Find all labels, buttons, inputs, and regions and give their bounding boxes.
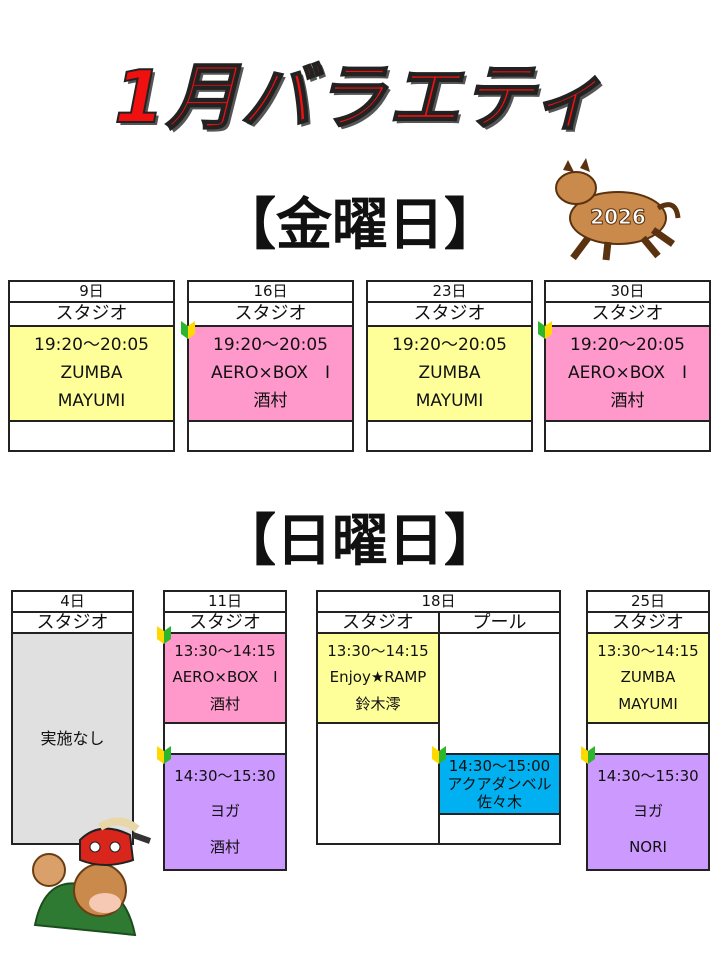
- horse-illustration: 2026: [555, 158, 681, 261]
- class-name: ヨガ: [632, 802, 663, 821]
- instructor: MAYUMI: [57, 391, 126, 412]
- date-header: 18日: [316, 590, 561, 613]
- date-header: 23日: [366, 280, 533, 303]
- class-slot: 19:20〜20:05 ZUMBA MAYUMI: [366, 325, 533, 422]
- class-name: AERO×BOX Ⅰ: [567, 362, 688, 383]
- room-header: スタジオ: [163, 611, 287, 634]
- class-time: 14:30〜15:00: [448, 756, 551, 775]
- instructor: 佐々木: [476, 792, 522, 811]
- class-name: ヨガ: [209, 802, 240, 821]
- instructor: 酒村: [209, 695, 240, 714]
- class-name: AERO×BOX Ⅰ: [172, 668, 278, 687]
- empty-slot: [586, 722, 710, 755]
- room-header: スタジオ: [8, 301, 175, 327]
- class-slot: 14:30〜15:30 ヨガ 酒村: [163, 753, 287, 871]
- class-time: 19:20〜20:05: [392, 334, 507, 355]
- beginner-mark-icon: [581, 746, 595, 764]
- class-name: ZUMBA: [60, 362, 123, 383]
- room-header: プール: [438, 611, 561, 634]
- year-badge: 2026: [590, 205, 646, 229]
- room-header: スタジオ: [366, 301, 533, 327]
- date-header: 30日: [544, 280, 711, 303]
- room-header: スタジオ: [544, 301, 711, 327]
- class-name: Enjoy★RAMP: [329, 668, 427, 687]
- date-header: 9日: [8, 280, 175, 303]
- room-header: スタジオ: [187, 301, 354, 327]
- class-slot: 13:30〜14:15 ZUMBA MAYUMI: [586, 632, 710, 724]
- class-name: ZUMBA: [620, 668, 676, 687]
- sunday-heading: 【日曜日】: [220, 509, 500, 574]
- class-name: ZUMBA: [418, 362, 481, 383]
- date-header: 4日: [11, 590, 134, 613]
- no-class-slot: 実施なし: [11, 632, 134, 845]
- instructor: 酒村: [209, 837, 240, 856]
- class-time: 13:30〜14:15: [327, 641, 429, 660]
- beginner-mark-icon: [157, 746, 171, 764]
- empty-slot: [438, 632, 561, 755]
- class-time: 14:30〜15:30: [597, 767, 699, 786]
- beginner-mark-icon: [432, 746, 446, 764]
- class-name: AERO×BOX Ⅰ: [210, 362, 331, 383]
- class-time: 19:20〜20:05: [570, 334, 685, 355]
- class-slot: 19:20〜20:05 ZUMBA MAYUMI: [8, 325, 175, 422]
- class-slot: 14:30〜15:30 ヨガ NORI: [586, 753, 710, 871]
- date-header: 11日: [163, 590, 287, 613]
- empty-slot: [438, 813, 561, 845]
- class-time: 14:30〜15:30: [174, 767, 276, 786]
- empty-slot: [8, 420, 175, 452]
- beginner-mark-icon: [157, 626, 171, 644]
- beginner-mark-icon: [538, 321, 552, 339]
- date-header: 25日: [586, 590, 710, 613]
- room-header: スタジオ: [316, 611, 440, 634]
- class-slot: 13:30〜14:15 Enjoy★RAMP 鈴木澪: [316, 632, 440, 724]
- empty-slot: [316, 722, 440, 845]
- friday-heading: 【金曜日】: [220, 193, 500, 258]
- instructor: MAYUMI: [415, 391, 484, 412]
- instructor: 酒村: [610, 391, 645, 412]
- room-header: スタジオ: [11, 611, 134, 634]
- beginner-mark-icon: [181, 321, 195, 339]
- class-time: 19:20〜20:05: [213, 334, 328, 355]
- empty-slot: [187, 420, 354, 452]
- room-header: スタジオ: [586, 611, 710, 634]
- instructor: NORI: [629, 837, 667, 856]
- class-slot: 14:30〜15:00 アクアダンベル 佐々木: [438, 753, 561, 815]
- class-name: アクアダンベル: [447, 774, 552, 793]
- empty-slot: [366, 420, 533, 452]
- class-time: 19:20〜20:05: [34, 334, 149, 355]
- class-slot: 19:20〜20:05 AERO×BOX Ⅰ 酒村: [544, 325, 711, 422]
- class-time: 13:30〜14:15: [174, 641, 276, 660]
- page-title: 1月バラエティ: [113, 54, 606, 140]
- class-slot: 19:20〜20:05 AERO×BOX Ⅰ 酒村: [187, 325, 354, 422]
- instructor: 酒村: [253, 391, 288, 412]
- empty-slot: [544, 420, 711, 452]
- date-header: 16日: [187, 280, 354, 303]
- empty-slot: [163, 722, 287, 755]
- class-slot: 13:30〜14:15 AERO×BOX Ⅰ 酒村: [163, 632, 287, 724]
- instructor: 鈴木澪: [355, 695, 401, 714]
- lion-dance-horse-illustration: [32, 817, 151, 937]
- class-time: 13:30〜14:15: [597, 641, 699, 660]
- instructor: MAYUMI: [618, 695, 678, 714]
